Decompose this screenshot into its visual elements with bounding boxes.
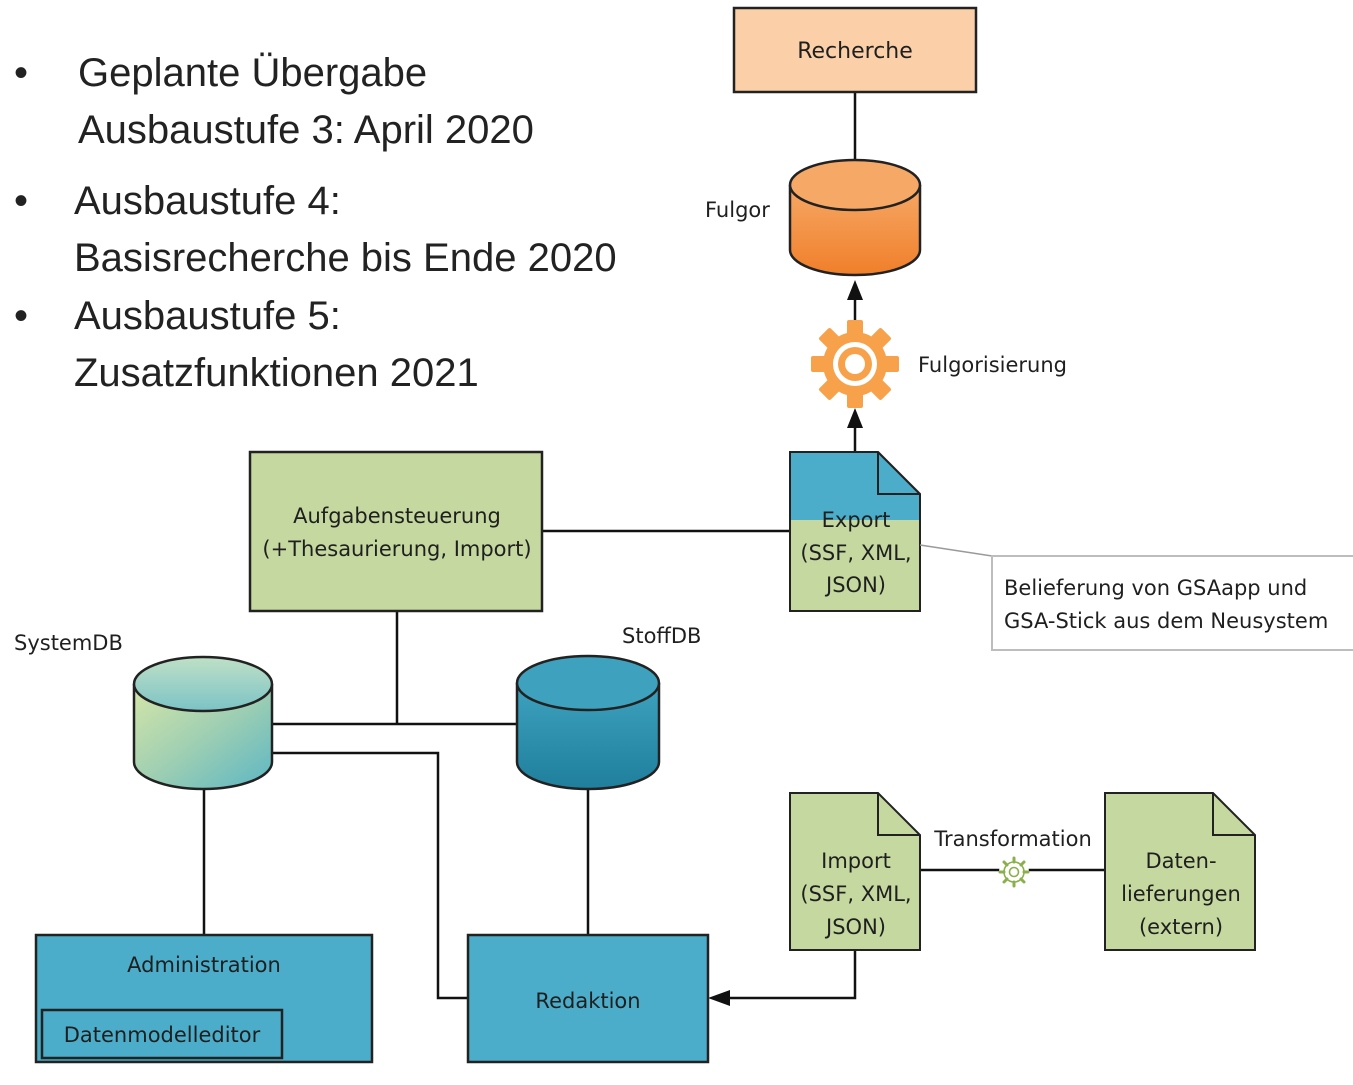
bullet-marker: • (14, 179, 29, 223)
arrow-left-to-redaktion (708, 990, 730, 1006)
bullet-item-3-line2: Zusatzfunktionen 2021 (74, 351, 479, 395)
bullet-marker: • (14, 51, 29, 95)
datenlieferungen-document: Daten- lieferungen (extern) (1104, 792, 1256, 951)
recherche-label: Recherche (797, 39, 913, 64)
fulgorisierung-gear-icon (811, 320, 899, 408)
bullet-item-1-line2: Ausbaustufe 3: April 2020 (78, 108, 534, 152)
datenmodelleditor-box: Datenmodelleditor (40, 1008, 284, 1060)
line-import-redaktion (728, 950, 857, 1000)
stoffdb-cylinder: StoffDB (515, 624, 701, 791)
redaktion-box: Redaktion (466, 933, 710, 1064)
import-line3: JSON) (824, 915, 886, 939)
bullet-item-3-line1: Ausbaustufe 5: (74, 294, 341, 338)
datenlieferungen-line3: (extern) (1139, 915, 1223, 939)
redaktion-label: Redaktion (535, 989, 640, 1013)
export-line1: Export (822, 508, 891, 532)
bullet-item-1-line1: Geplante Übergabe (78, 51, 428, 95)
datenmodelleditor-label: Datenmodelleditor (64, 1023, 261, 1047)
transformation-label: Transformation (933, 827, 1092, 851)
administration-box: Administration Datenmodelleditor (34, 933, 374, 1064)
systemdb-cylinder: SystemDB (14, 631, 274, 791)
export-line2: (SSF, XML, (800, 541, 911, 565)
note-line2: GSA-Stick aus dem Neusystem (1004, 609, 1328, 633)
arrows (708, 280, 863, 1006)
export-document: Export (SSF, XML, JSON) (789, 451, 921, 612)
fulgorisierung-label: Fulgorisierung (918, 353, 1067, 377)
systemdb-label: SystemDB (14, 631, 123, 655)
note-line1: Belieferung von GSAapp und (1004, 576, 1307, 600)
aufgabensteuerung-subtitle: (+Thesaurierung, Import) (262, 537, 531, 561)
note-callout: Belieferung von GSAapp und GSA-Stick aus… (919, 544, 1353, 651)
fulgor-label: Fulgor (705, 198, 770, 222)
bullet-item-2-line1: Ausbaustufe 4: (74, 179, 341, 223)
fulgor-cylinder: Fulgor (705, 158, 922, 277)
administration-label: Administration (127, 953, 281, 977)
line-systemdb-redaktion (272, 751, 468, 1000)
bullet-item-2-line2: Basisrecherche bis Ende 2020 (74, 236, 617, 280)
arrow-up-to-gear (847, 408, 863, 428)
datenlieferungen-line2: lieferungen (1121, 882, 1241, 906)
bullet-marker: • (14, 294, 29, 338)
aufgabensteuerung-title: Aufgabensteuerung (293, 504, 501, 528)
datenlieferungen-line1: Daten- (1145, 849, 1216, 873)
import-document: Import (SSF, XML, JSON) (789, 792, 921, 951)
stoffdb-label: StoffDB (622, 624, 701, 648)
arrow-up-to-fulgor (847, 280, 863, 300)
import-line1: Import (821, 849, 891, 873)
export-line3: JSON) (824, 573, 886, 597)
recherche-box: Recherche (732, 6, 978, 94)
transformation-gear-icon (998, 856, 1030, 888)
aufgabensteuerung-box: Aufgabensteuerung (+Thesaurierung, Impor… (248, 450, 544, 613)
import-line2: (SSF, XML, (800, 882, 911, 906)
